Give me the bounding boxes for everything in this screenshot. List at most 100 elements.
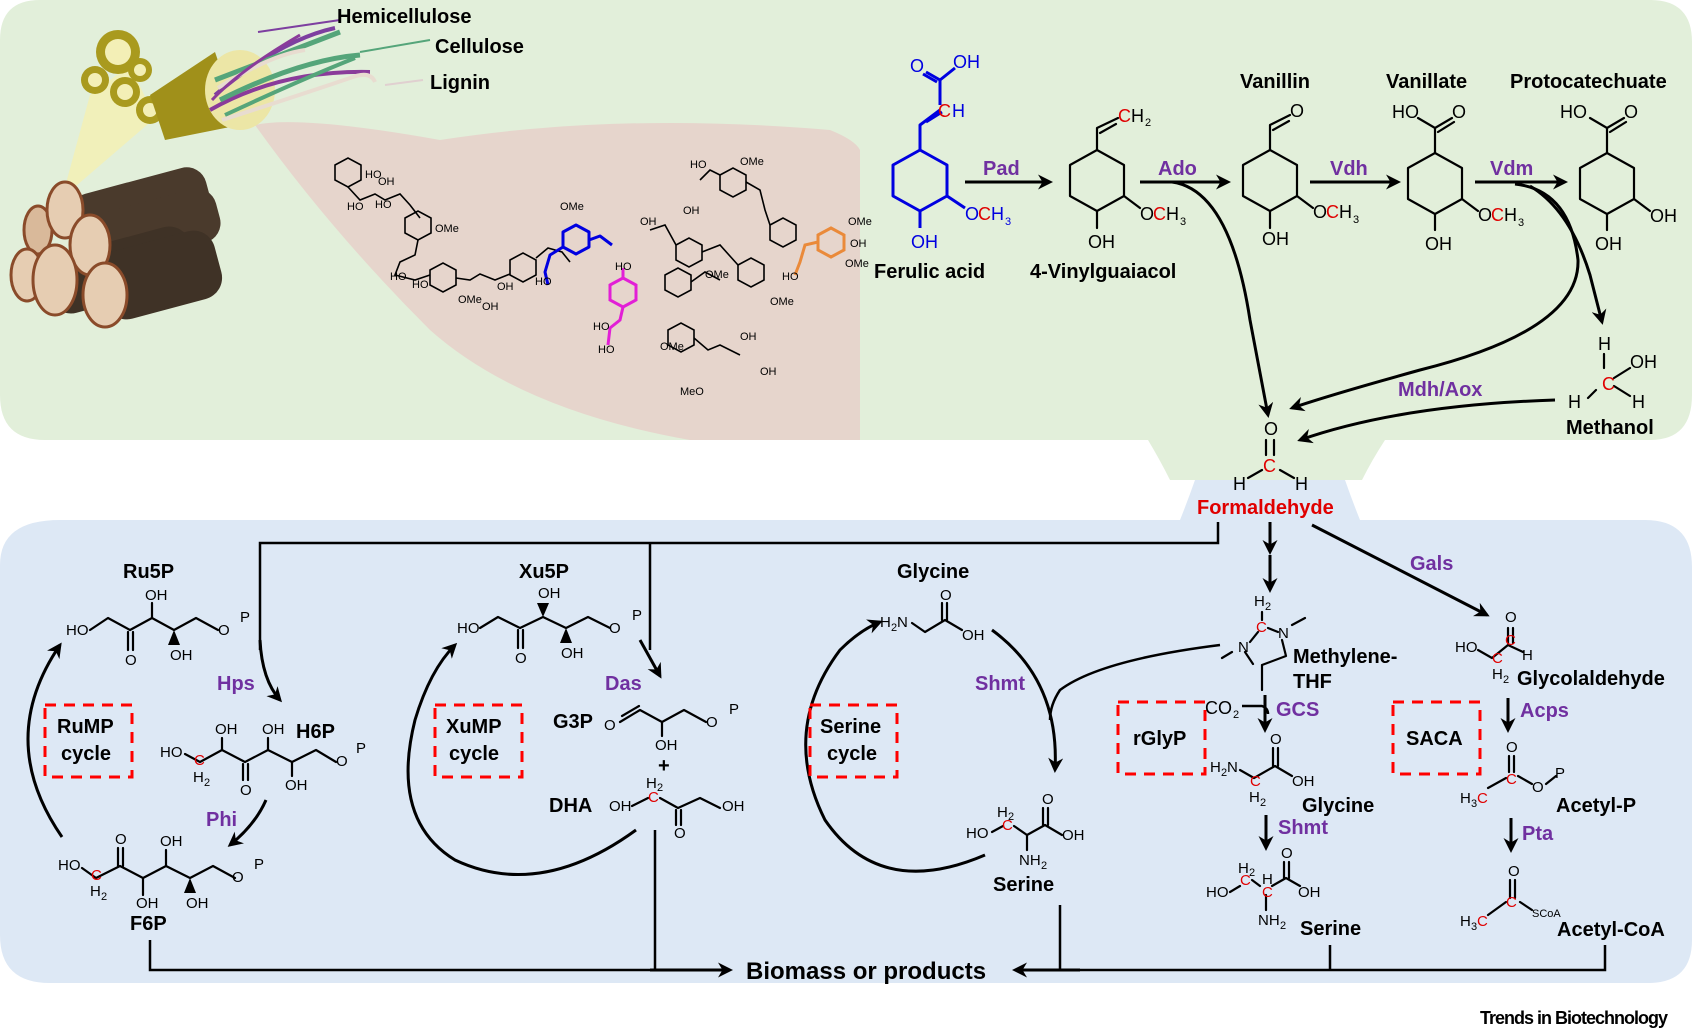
svg-text:C: C <box>1326 202 1339 222</box>
svg-text:HO: HO <box>1455 639 1478 656</box>
fiber-strands <box>209 19 431 122</box>
arrow-shmt-cycle <box>991 628 1064 773</box>
compound-methylene-thf-1: Methylene- <box>1293 646 1397 668</box>
svg-text:OMe: OMe <box>770 296 794 308</box>
svg-text:OH: OH <box>482 301 499 313</box>
arrow-das <box>638 639 662 679</box>
svg-text:OH: OH <box>953 52 980 72</box>
svg-text:H: H <box>1295 474 1308 494</box>
svg-text:H: H <box>90 883 101 900</box>
svg-text:2: 2 <box>657 782 663 794</box>
svg-text:O: O <box>232 869 244 886</box>
methylene-thf-structure: H 2 C N N <box>1220 593 1307 692</box>
plus-sign: + <box>658 755 670 777</box>
svg-text:H: H <box>1492 666 1503 683</box>
svg-text:HO: HO <box>615 261 632 273</box>
svg-text:H: H <box>880 614 891 631</box>
bottom-panel <box>0 480 1692 983</box>
svg-text:C: C <box>1250 773 1261 790</box>
arrow-mdh-aox <box>1297 398 1556 444</box>
svg-text:3: 3 <box>1471 921 1477 933</box>
svg-text:OH: OH <box>1298 884 1321 901</box>
connector-right-to-output <box>1058 905 1607 972</box>
svg-text:OH: OH <box>1292 773 1315 790</box>
enzyme-pad: Pad <box>983 158 1020 180</box>
svg-text:HO: HO <box>535 276 552 288</box>
svg-text:O: O <box>1281 845 1293 862</box>
compound-vanillate: Vanillate <box>1386 71 1467 93</box>
ru5p-structure: HO O OH OH O P <box>66 587 250 669</box>
compound-g3p: G3P <box>553 711 593 733</box>
svg-text:C: C <box>938 101 951 121</box>
serine-cycle-label-2: cycle <box>827 743 877 765</box>
svg-text:C: C <box>1240 872 1251 889</box>
compound-acetyl-coa: Acetyl-CoA <box>1557 919 1665 941</box>
journal-credit: Trends in Biotechnology <box>1480 1008 1668 1028</box>
svg-text:O: O <box>604 717 616 734</box>
compound-ru5p: Ru5P <box>123 561 174 583</box>
svg-text:2: 2 <box>204 777 210 789</box>
svg-text:H: H <box>1460 913 1471 930</box>
svg-text:H: H <box>1262 871 1273 888</box>
glycine-structure-cycle: H 2 N O OH <box>880 587 985 644</box>
rump-cycle-label-1: RuMP <box>57 716 114 738</box>
svg-text:3: 3 <box>1353 214 1359 226</box>
ferulic-acid-structure: O OH C H O C H 3 OH <box>891 52 1011 252</box>
arrow-dha-to-xu5p <box>406 642 637 876</box>
svg-text:H: H <box>1254 593 1265 610</box>
svg-text:OMe: OMe <box>740 156 764 168</box>
svg-text:O: O <box>115 831 127 848</box>
svg-text:OH: OH <box>609 798 632 815</box>
svg-text:HO: HO <box>390 271 407 283</box>
svg-text:O: O <box>706 714 718 731</box>
svg-text:2: 2 <box>101 891 107 903</box>
compound-vanillin: Vanillin <box>1240 71 1310 93</box>
svg-text:SCoA: SCoA <box>1532 908 1561 920</box>
compound-glycolaldehyde: Glycolaldehyde <box>1517 668 1665 690</box>
svg-text:O: O <box>1506 739 1518 756</box>
svg-text:O: O <box>965 204 979 224</box>
svg-text:H: H <box>1632 392 1645 412</box>
acetyl-coa-structure: H 3 C C O SCoA <box>1460 863 1561 933</box>
acetyl-p-structure: H 3 C C O O P <box>1460 739 1565 810</box>
svg-text:HO: HO <box>1560 102 1587 122</box>
svg-text:2: 2 <box>1221 767 1227 779</box>
rump-cycle-label-2: cycle <box>61 743 111 765</box>
svg-text:OH: OH <box>136 895 159 912</box>
svg-text:HO: HO <box>160 744 183 761</box>
svg-text:HO: HO <box>782 271 799 283</box>
output-biomass-or-products: Biomass or products <box>746 958 986 985</box>
svg-text:OH: OH <box>561 645 584 662</box>
svg-text:H: H <box>997 804 1008 821</box>
svg-text:HO: HO <box>66 622 89 639</box>
svg-text:HO: HO <box>58 857 81 874</box>
xump-cycle-label-1: XuMP <box>446 716 502 738</box>
f6p-structure: HO C H 2 O OH OH OH O P <box>58 831 264 912</box>
svg-text:H: H <box>1522 647 1533 664</box>
svg-text:OH: OH <box>160 833 183 850</box>
svg-text:OMe: OMe <box>705 269 729 281</box>
svg-text:OH: OH <box>1650 206 1677 226</box>
svg-text:C: C <box>1492 650 1503 667</box>
svg-text:OH: OH <box>1262 229 1289 249</box>
svg-text:C: C <box>978 204 991 224</box>
arrow-gals <box>1311 523 1490 617</box>
svg-text:O: O <box>940 587 952 604</box>
rump-cycle-box <box>43 703 134 779</box>
dha-structure: OH C H 2 O OH <box>609 775 745 842</box>
svg-text:OMe: OMe <box>458 294 482 306</box>
svg-text:P: P <box>632 607 642 624</box>
saca-label: SACA <box>1406 728 1463 750</box>
svg-text:O: O <box>515 650 527 667</box>
svg-text:P: P <box>356 740 366 757</box>
svg-text:C: C <box>1505 632 1516 649</box>
svg-text:2: 2 <box>1280 920 1286 932</box>
svg-text:2: 2 <box>1145 117 1151 129</box>
rglyp-label: rGlyP <box>1133 728 1186 750</box>
svg-text:HO: HO <box>1206 884 1229 901</box>
svg-text:O: O <box>1270 731 1282 748</box>
compound-f6p: F6P <box>130 913 167 935</box>
svg-text:HO: HO <box>966 825 989 842</box>
compound-serine-rglyp: Serine <box>1300 918 1361 940</box>
compound-dha: DHA <box>549 795 592 817</box>
